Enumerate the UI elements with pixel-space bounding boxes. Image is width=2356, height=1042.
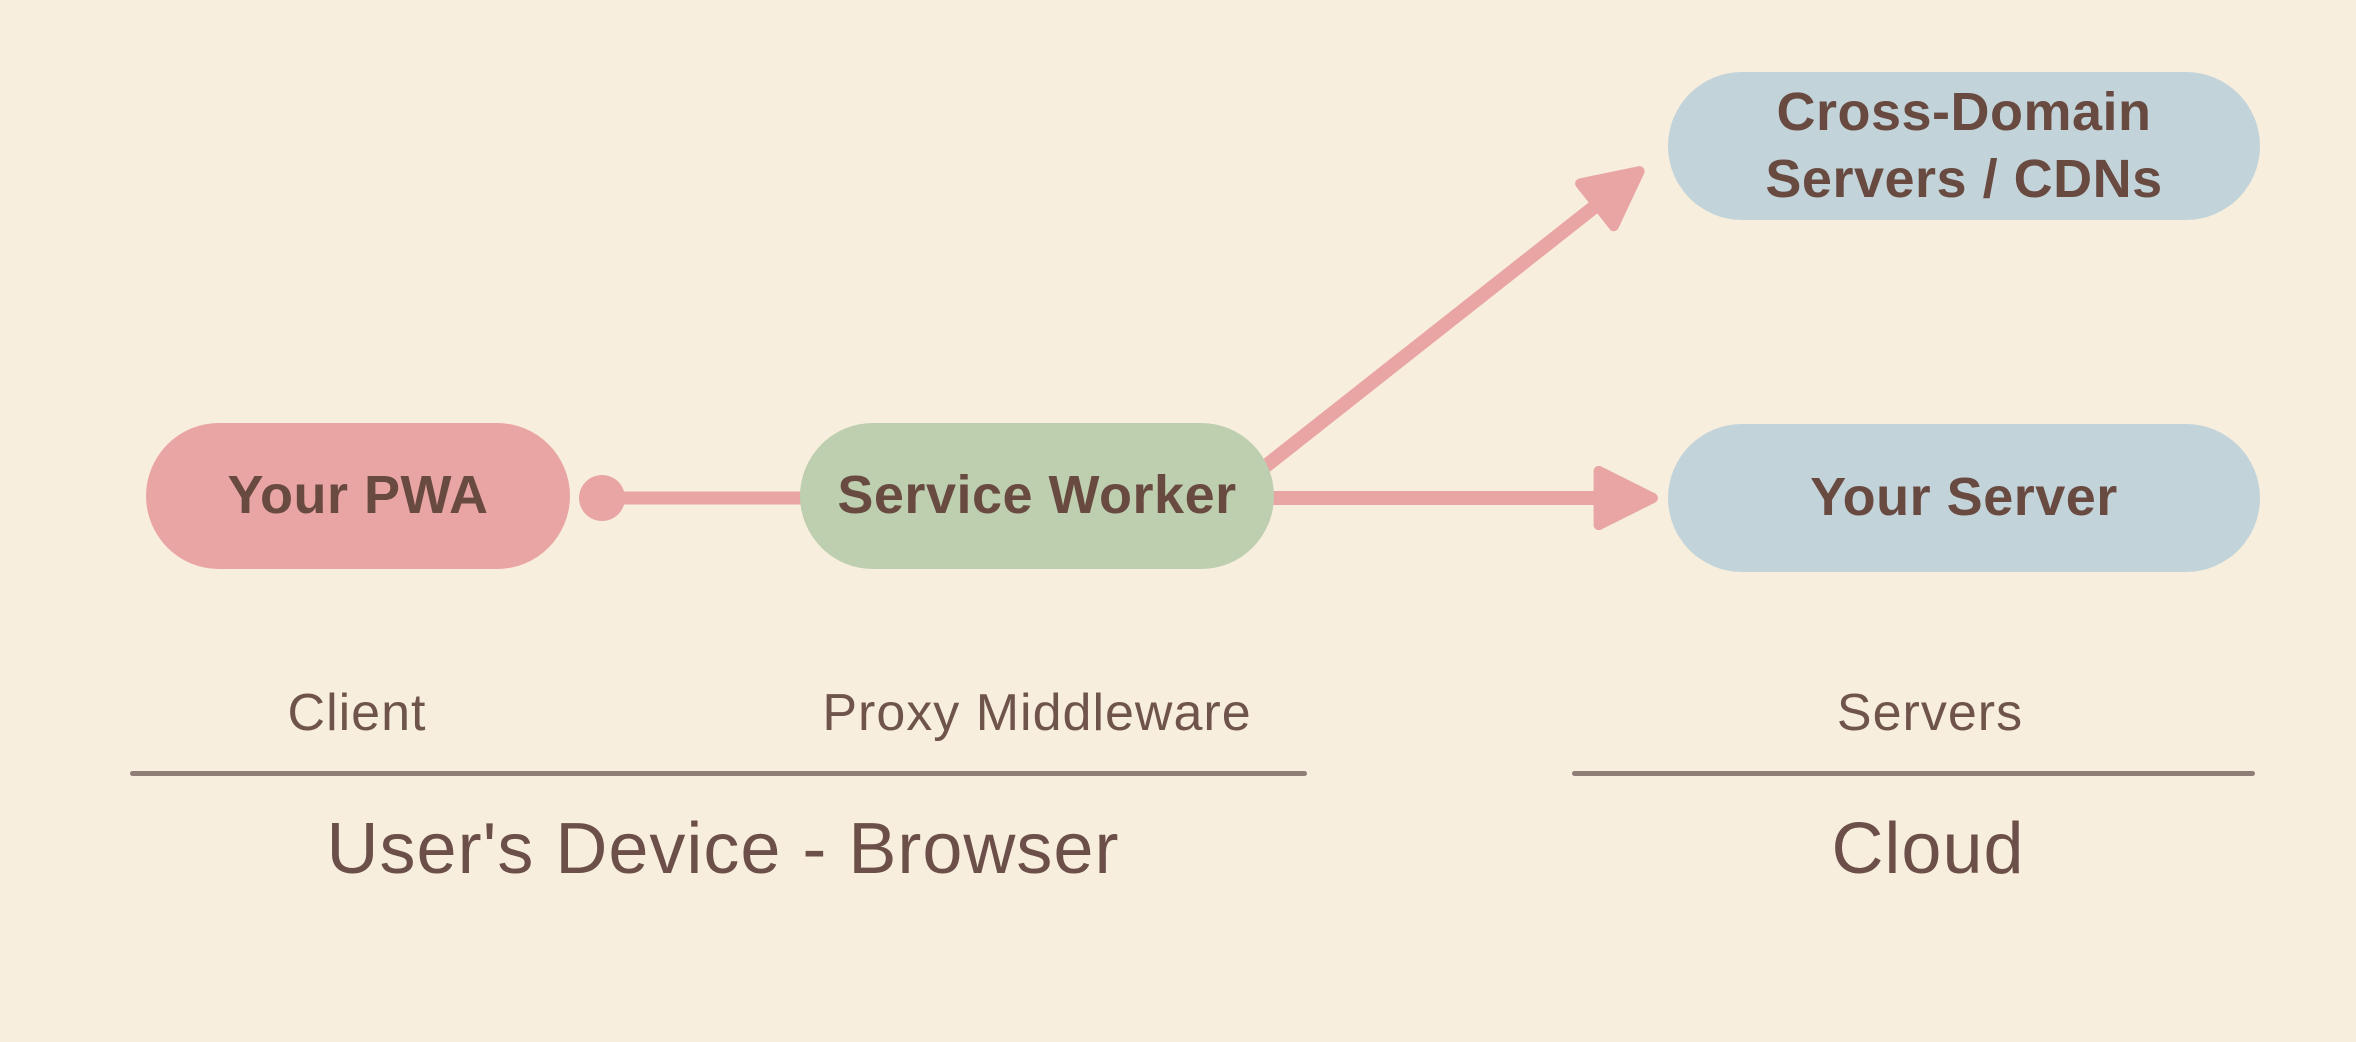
node-your-server: Your Server <box>1668 424 2260 572</box>
node-cross-domain-servers-label: Cross-Domain Servers / CDNs <box>1765 81 2163 210</box>
divider-users-device <box>130 771 1307 776</box>
group-title-users-device: User's Device - Browser <box>326 809 1120 889</box>
node-cross-domain-servers: Cross-Domain Servers / CDNs <box>1668 72 2260 220</box>
node-your-server-label: Your Server <box>1810 467 2118 528</box>
arrow-sw-to-crossdomain <box>1243 166 1645 486</box>
node-service-worker: Service Worker <box>800 423 1274 569</box>
node-your-pwa: Your PWA <box>146 423 570 569</box>
connector-dot <box>579 475 625 521</box>
group-title-cloud: Cloud <box>1831 809 2025 889</box>
column-label-client: Client <box>287 684 427 742</box>
divider-cloud <box>1572 771 2255 776</box>
column-label-proxy-middleware: Proxy Middleware <box>822 684 1252 742</box>
column-label-servers: Servers <box>1836 684 2024 742</box>
node-your-pwa-label: Your PWA <box>227 465 489 526</box>
node-service-worker-label: Service Worker <box>837 465 1237 526</box>
